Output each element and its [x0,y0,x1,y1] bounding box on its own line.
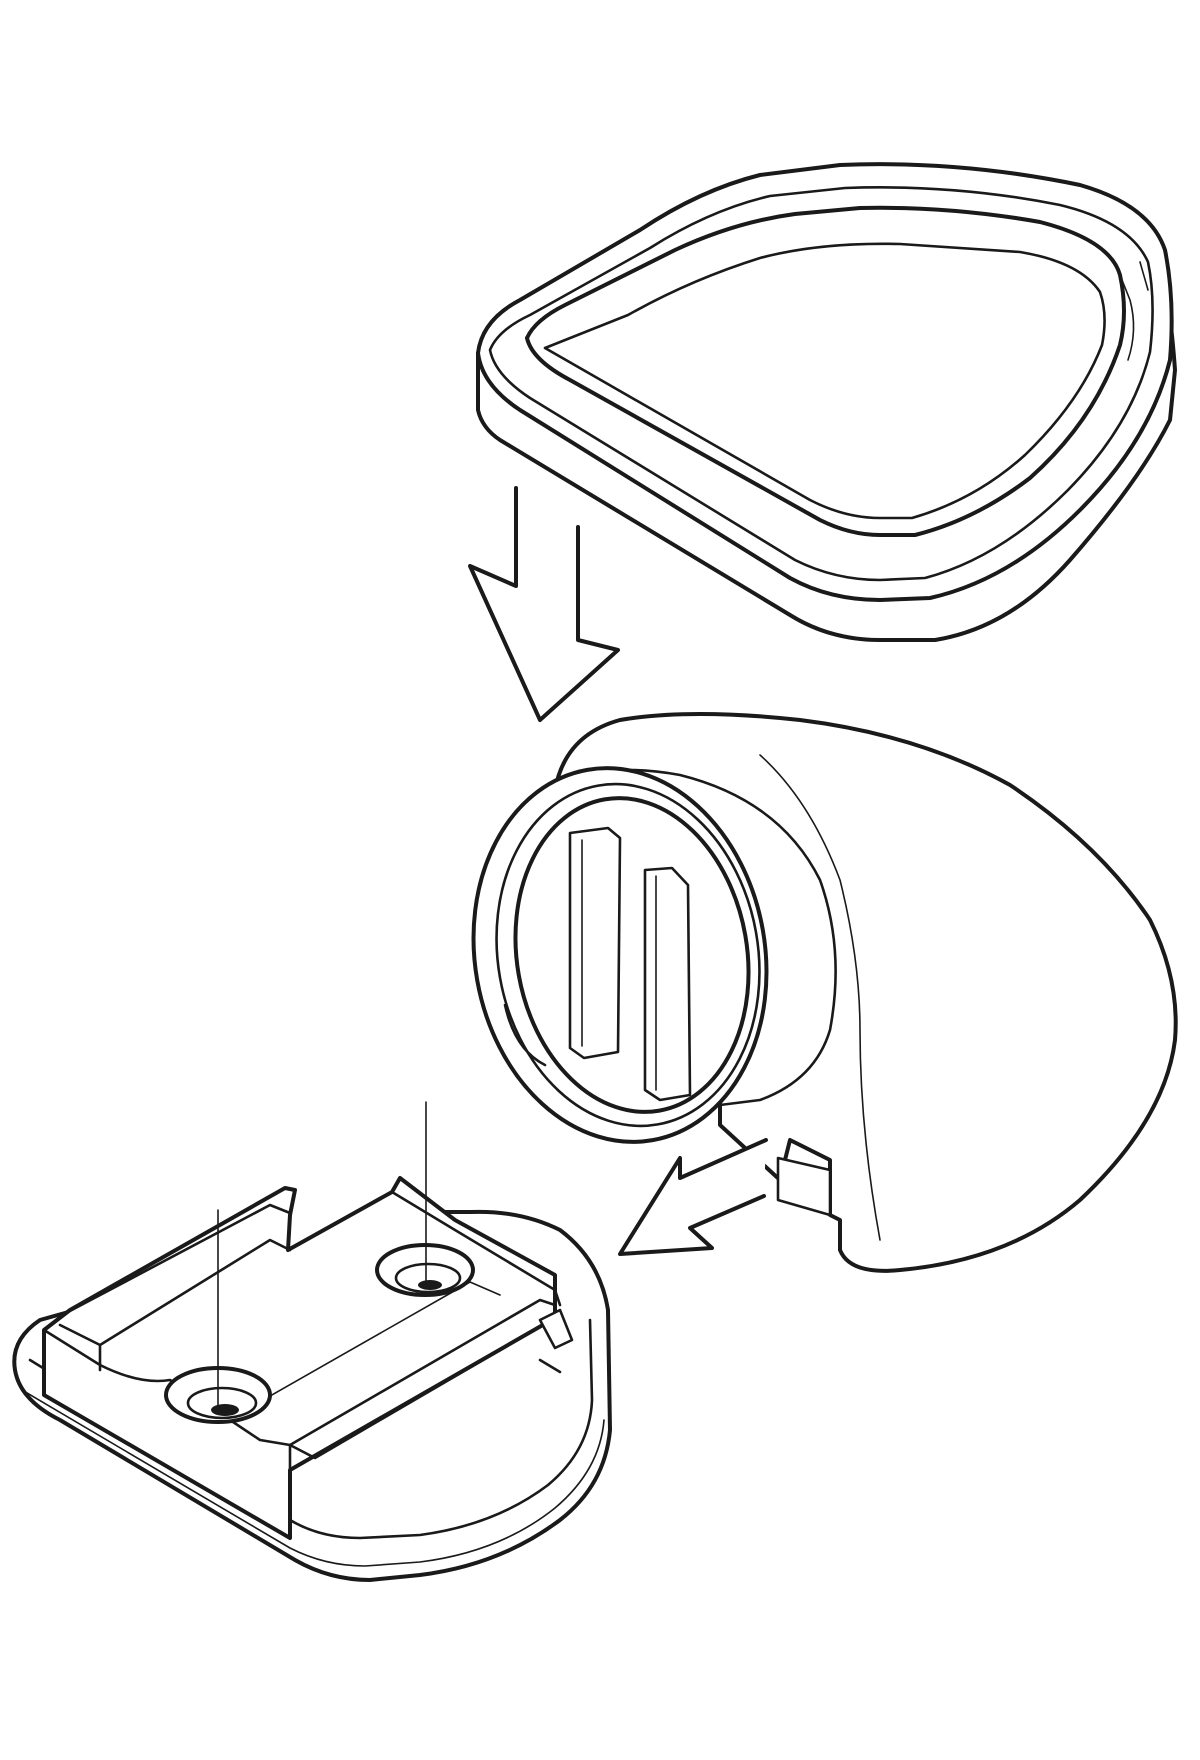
mounting-base-plate-thickness [21,1389,605,1567]
magnet-cup-rim [495,782,761,1128]
arrow-down-shape [468,486,620,722]
rubber-ring-inner-lip [543,242,1106,520]
rubber-ring-inner-opening [525,205,1126,537]
stopper-body-collar [553,768,837,1107]
mounting-base [12,1101,612,1582]
arrow-down [468,486,620,722]
screw-hole-front-bore [211,1404,239,1416]
mounting-base-slide-top [58,1238,292,1347]
screw-hole-back [375,1243,475,1297]
rubber-ring-outer-rim [476,162,1174,602]
rubber-ring-inner-wall [1119,274,1135,361]
mounting-base-latch [538,1308,574,1350]
magnet-cup-underside [503,1003,547,1067]
magnet-slot-right [643,866,692,1102]
screw-hole-back-countersink [394,1262,462,1294]
mounting-base-latch-stem [538,1288,562,1374]
mounting-base-ridge-2 [390,1190,557,1292]
stopper-body-notch [776,1156,832,1217]
mounting-base-rail-right [288,1298,557,1472]
rubber-ring-inner-wall-2 [1139,261,1149,291]
mounting-base-plate-edge [28,1318,594,1540]
magnet-slot [568,826,622,1060]
magnet-slot-depth [581,839,657,1091]
arrow-left-shape [618,1138,768,1256]
screw-hole-back-bore [418,1280,442,1290]
rubber-ring-rim-edge [488,186,1154,582]
screw-hole-front-countersink [186,1386,258,1420]
stopper-body [471,712,1178,1273]
rubber-ring [476,162,1177,642]
arrow-left [618,1138,768,1256]
stopper-body-contour [759,754,881,1241]
